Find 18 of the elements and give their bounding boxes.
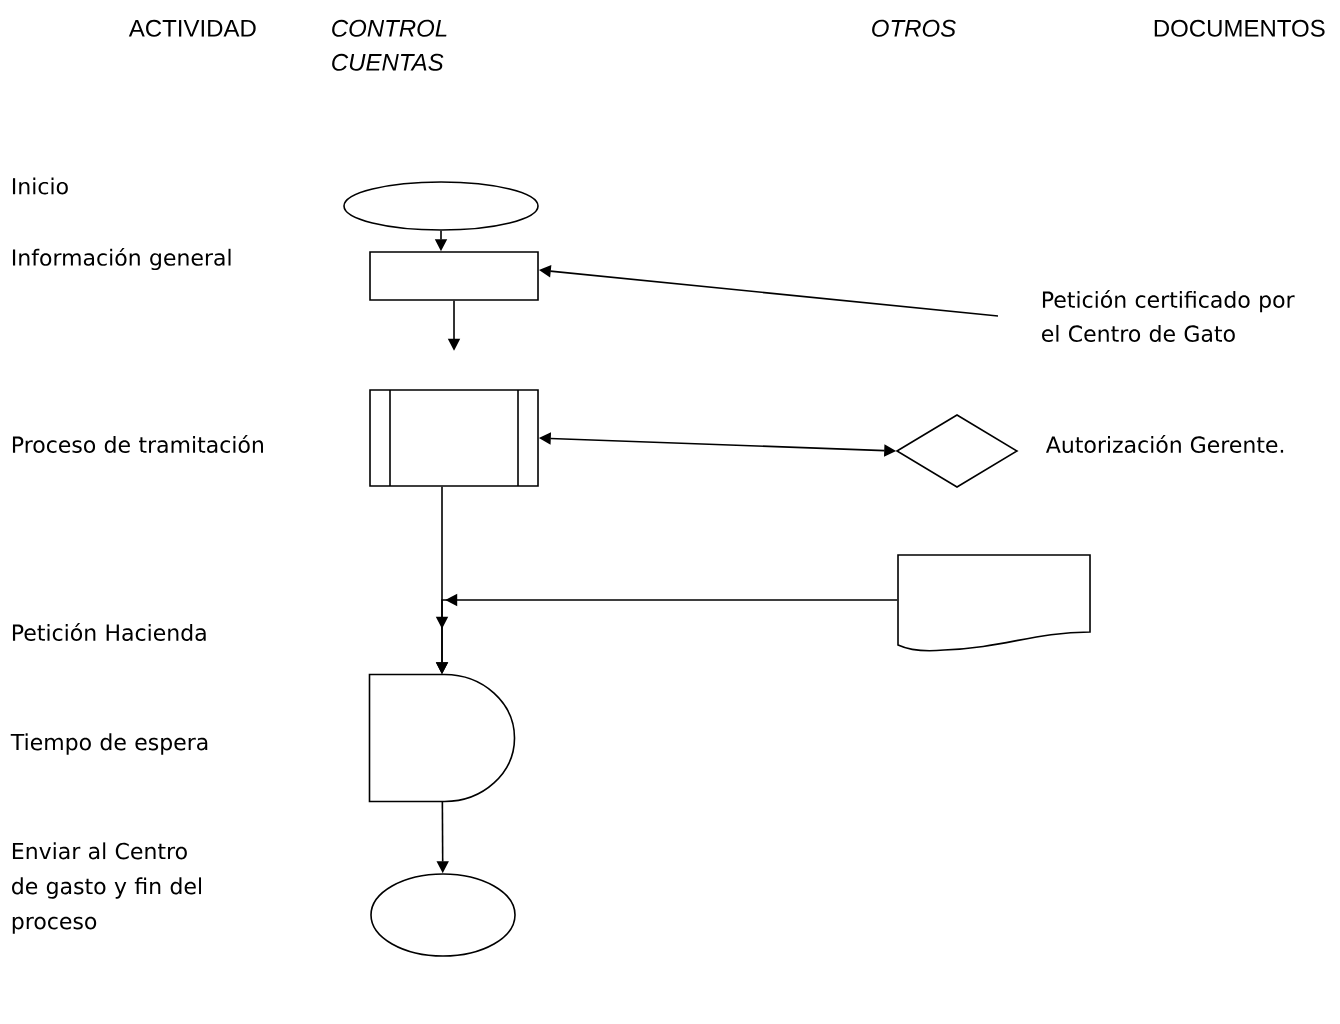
subprocess-box: [369, 389, 539, 487]
column-header: CONTROL CUENTAS: [332, 19, 447, 71]
document-shape: [897, 554, 1091, 652]
column-header: OTROS: [872, 19, 956, 37]
activity-label: Enviar al Centro de gasto y fin del proceso: [12, 842, 201, 934]
activity-label: Información general: [12, 247, 231, 271]
delay-shape: [368, 673, 516, 803]
process-box: [369, 251, 539, 301]
note-text: Petición certificado por el Centro de Gato: [1042, 290, 1295, 342]
activity-label: Inicio: [12, 177, 68, 195]
terminal-ellipse: [343, 181, 539, 231]
column-header: ACTIVIDAD: [128, 19, 256, 37]
column-header: DOCUMENTOS: [1154, 19, 1325, 37]
activity-label: Petición Hacienda: [12, 623, 206, 641]
side-text: Autorización Gerente.: [1045, 435, 1284, 453]
terminal-ellipse: [370, 873, 516, 957]
activity-label: Tiempo de espera: [10, 733, 208, 755]
activity-label: Proceso de tramitación: [12, 435, 263, 453]
